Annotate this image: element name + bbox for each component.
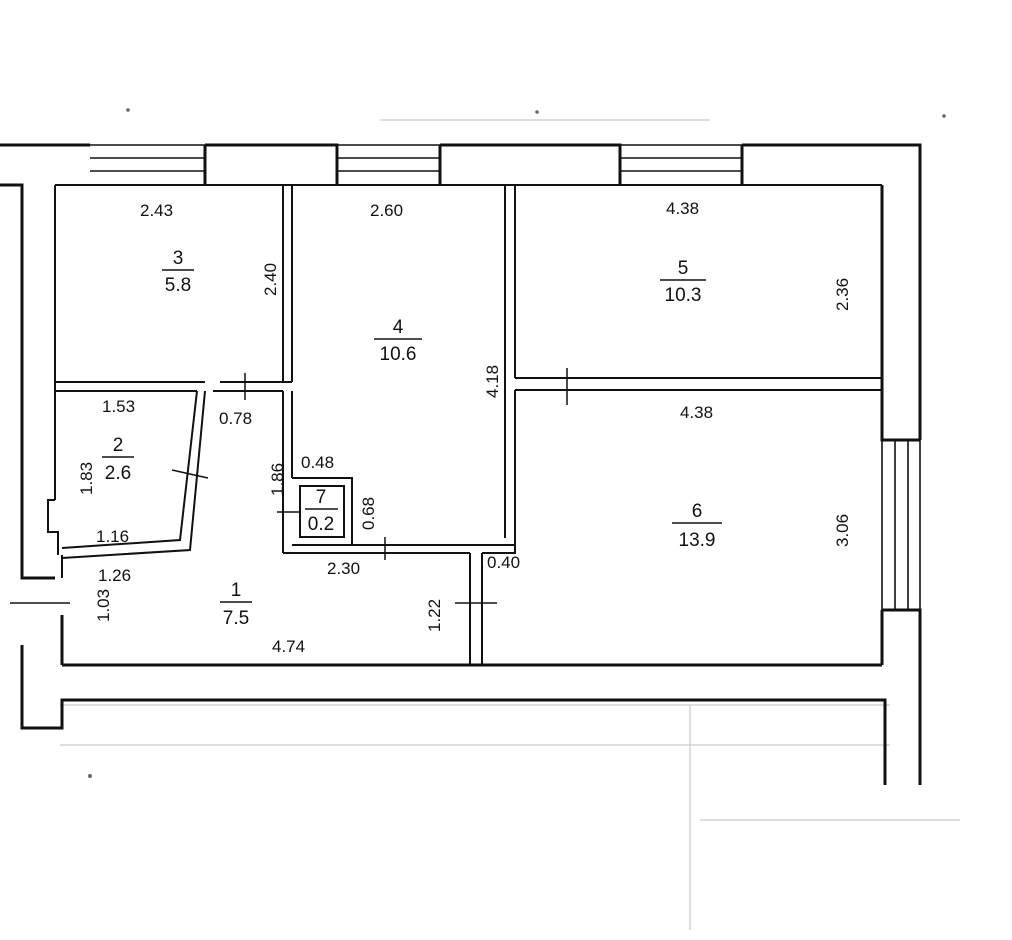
background-artifacts	[60, 108, 960, 930]
room-area: 0.2	[308, 514, 334, 535]
dim-hall-partition: 2.30	[327, 559, 360, 578]
room-area: 13.9	[679, 530, 716, 551]
room-area: 10.6	[380, 344, 417, 365]
room-number: 4	[393, 317, 404, 338]
dim-hall-height: 1.86	[268, 463, 287, 496]
dim-room1-width: 4.74	[272, 637, 305, 656]
room-label-7: 7 0.2	[305, 487, 338, 535]
window-right	[881, 440, 921, 610]
room-label-1: 1 7.5	[220, 580, 252, 629]
dim-room7-width: 0.48	[301, 453, 334, 472]
dim-room4-height: 4.18	[483, 365, 502, 398]
dimension-labels: 2.43 2.60 4.38 4.38 1.53 0.78 0.48 1.16 …	[77, 199, 852, 656]
room-number: 6	[692, 501, 703, 522]
dim-room5-height: 2.36	[833, 278, 852, 311]
room-label-2: 2 2.6	[102, 435, 134, 484]
window-top-1	[90, 144, 205, 186]
room-area: 2.6	[105, 463, 131, 484]
interior-walls	[47, 184, 882, 665]
dim-room4-width: 2.60	[370, 201, 403, 220]
dim-room6-height: 3.06	[833, 514, 852, 547]
dim-room2-top: 1.53	[102, 397, 135, 416]
door-marks	[10, 368, 568, 604]
room-area: 5.8	[165, 275, 191, 296]
room-label-5: 5 10.3	[660, 258, 706, 306]
dim-room2-height: 1.83	[77, 462, 96, 495]
dim-room5-width: 4.38	[666, 199, 699, 218]
dim-room3-height: 2.40	[261, 263, 280, 296]
room-number: 3	[173, 248, 184, 269]
room-number: 5	[678, 258, 689, 279]
room-number: 1	[231, 580, 242, 601]
dim-room1-top: 1.26	[98, 566, 131, 585]
dim-room2-bottom: 1.16	[96, 527, 129, 546]
room-number: 2	[113, 435, 124, 456]
dim-room3-width: 2.43	[140, 201, 173, 220]
dim-room7-height: 0.68	[359, 497, 378, 530]
dim-room1-side: 1.03	[94, 589, 113, 622]
room-area: 7.5	[223, 608, 249, 629]
window-top-2	[337, 144, 440, 186]
room-area: 10.3	[665, 285, 702, 306]
room-number: 7	[316, 487, 327, 508]
room-label-6: 6 13.9	[672, 501, 722, 551]
dim-corridor-height: 1.22	[425, 599, 444, 632]
room-label-4: 4 10.6	[374, 317, 422, 365]
dim-room6-width: 4.38	[680, 403, 713, 422]
window-top-3	[620, 144, 742, 186]
dim-hall-gap: 0.78	[219, 409, 252, 428]
dim-corridor-width: 0.40	[487, 553, 520, 572]
room-label-3: 3 5.8	[162, 248, 194, 296]
exterior-walls	[0, 143, 922, 785]
